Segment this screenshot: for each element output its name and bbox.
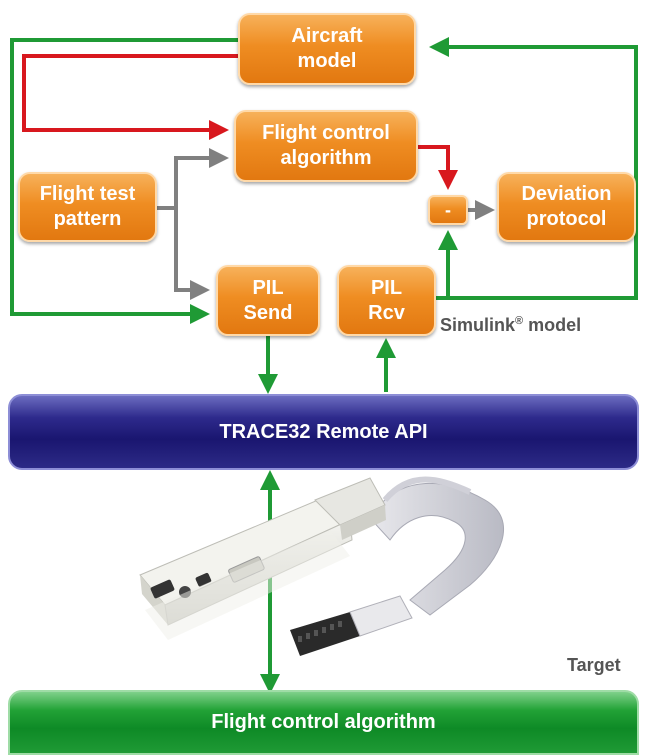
target-flight-control-algorithm-bar: Flight control algorithm (8, 690, 639, 755)
signal-pattern-to-fca (157, 148, 229, 210)
pil-rcv-block: PIL Rcv (337, 265, 436, 336)
flight-control-algorithm-block: Flight control algorithm (234, 110, 418, 182)
signal-fca-to-subtract (418, 145, 458, 190)
deviation-protocol-block: Deviation protocol (497, 172, 636, 242)
trace32-remote-api-bar: TRACE32 Remote API (8, 394, 639, 470)
signal-aircraft-to-fca (22, 54, 238, 140)
debugger-hardware-image (139, 476, 504, 656)
subtract-block: - (428, 195, 468, 225)
target-caption: Target (567, 655, 621, 675)
loop-aircraft-to-pil-send (10, 38, 238, 324)
aircraft-model-block: Aircraft model (238, 13, 416, 85)
simulink-model-caption: Simulink® model (440, 315, 582, 335)
loop-pil-rcv-to-aircraft (429, 37, 638, 300)
flight-test-pattern-block: Flight test pattern (18, 172, 157, 242)
pil-send-block: PIL Send (216, 265, 320, 336)
signal-pattern-to-pil-send (174, 208, 210, 300)
